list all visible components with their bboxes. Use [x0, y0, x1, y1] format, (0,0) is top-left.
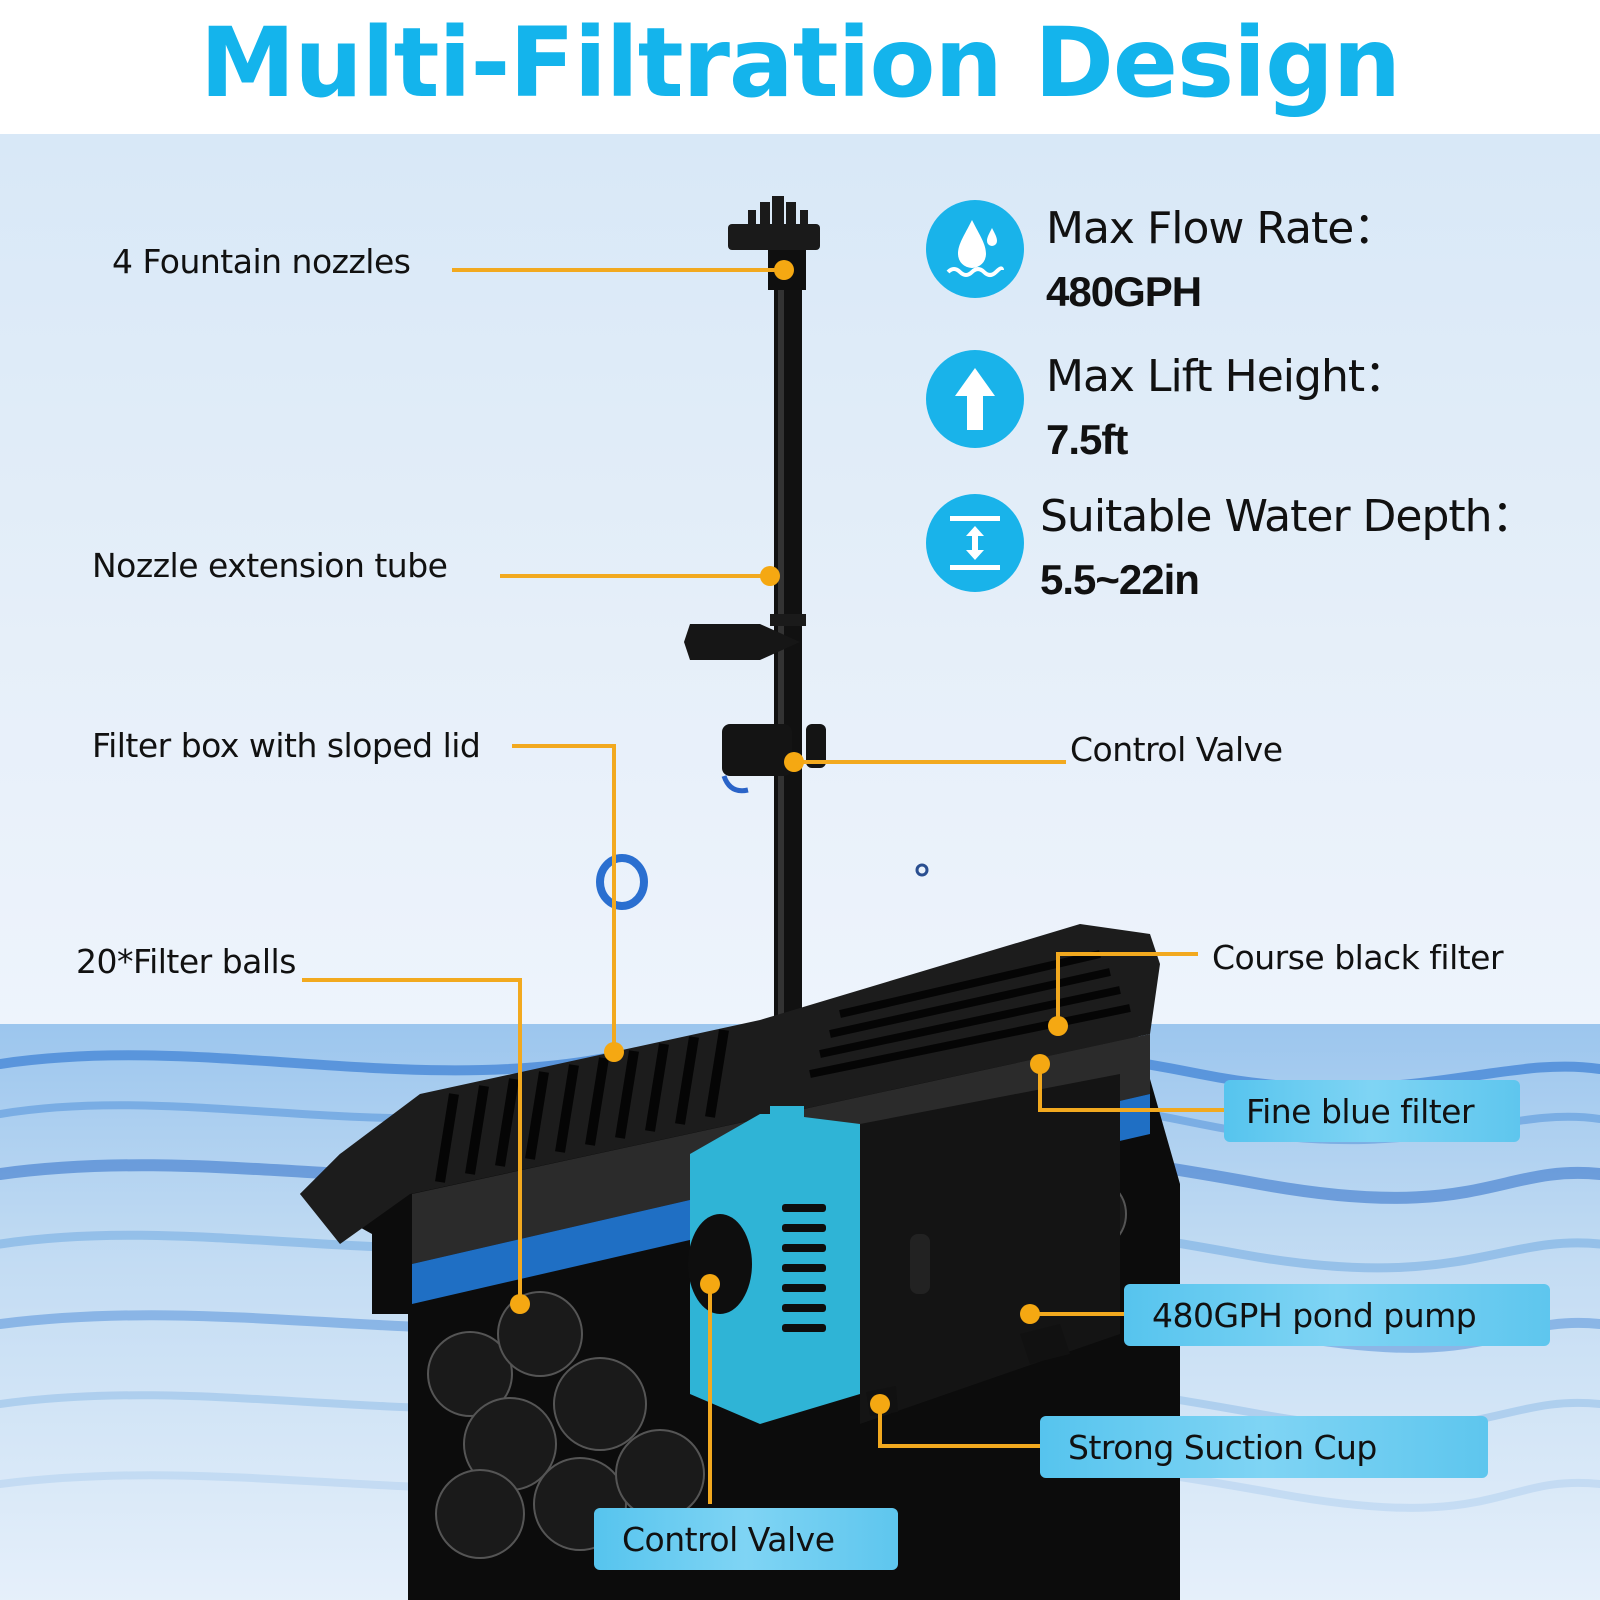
- label-filter-box: Filter box with sloped lid: [92, 726, 481, 765]
- tube-valve-lower: [721, 724, 826, 794]
- spec-label-water-depth: Suitable Water Depth：: [1040, 491, 1536, 542]
- product-scene: 4 Fountain nozzles Nozzle extension tube…: [0, 134, 1600, 1600]
- fountain-nozzle-head: [728, 196, 820, 250]
- header: Multi-Filtration Design: [0, 0, 1600, 134]
- label-fountain-nozzles: 4 Fountain nozzles: [112, 242, 411, 281]
- spec-value-water-depth: 5.5~22in: [1040, 556, 1200, 603]
- callout-control-valve-bottom: Control Valve: [594, 1508, 898, 1570]
- spec-label-lift-height: Max Lift Height：: [1046, 351, 1408, 402]
- label-nozzle-extension-tube: Nozzle extension tube: [92, 546, 448, 585]
- label-course-black-filter: Course black filter: [1212, 938, 1504, 977]
- arrow-up-icon: [926, 350, 1024, 448]
- callout-control-valve-bottom-text: Control Valve: [622, 1519, 835, 1559]
- spec-value-lift-height: 7.5ft: [1046, 416, 1128, 463]
- page-title: Multi-Filtration Design: [199, 7, 1401, 119]
- spec-value-flow-rate: 480GPH: [1046, 268, 1202, 315]
- callout-pond-pump: 480GPH pond pump: [1124, 1284, 1550, 1346]
- spec-label-flow-rate: Max Flow Rate：: [1046, 203, 1397, 254]
- callout-pond-pump-text: 480GPH pond pump: [1152, 1295, 1477, 1335]
- callout-suction-cup-text: Strong Suction Cup: [1068, 1427, 1377, 1467]
- pond-filter-illustration: [300, 196, 1230, 1600]
- callout-suction-cup: Strong Suction Cup: [1040, 1416, 1488, 1478]
- tube-valve-upper: [684, 614, 806, 660]
- callout-fine-blue-filter-text: Fine blue filter: [1246, 1091, 1475, 1131]
- depth-range-icon: [926, 494, 1024, 592]
- callout-fine-blue-filter: Fine blue filter: [1224, 1080, 1520, 1142]
- pond-pump: [688, 1074, 1120, 1424]
- label-filter-balls: 20*Filter balls: [76, 942, 296, 981]
- water-drop-icon: [926, 200, 1024, 298]
- label-control-valve-top: Control Valve: [1070, 730, 1283, 769]
